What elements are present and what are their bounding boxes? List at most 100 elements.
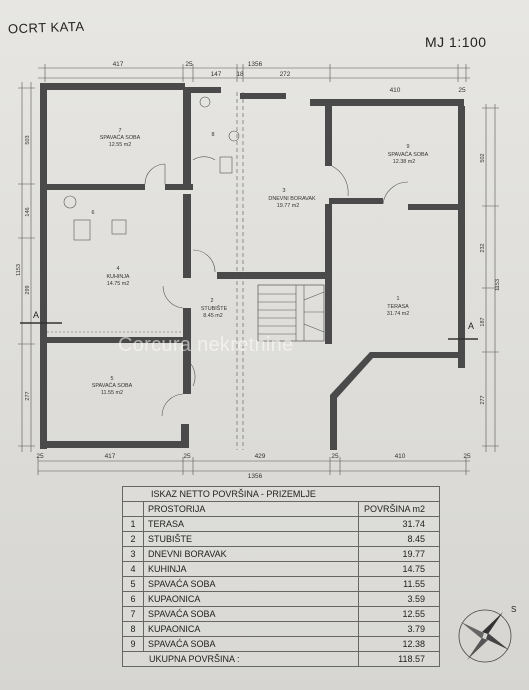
room-number: 9 xyxy=(407,144,410,150)
dim-bottom: 417 xyxy=(105,453,116,460)
dim-left: 146 xyxy=(25,207,31,216)
room-name: TERASA xyxy=(387,304,409,310)
table-header-room: PROSTORIJA xyxy=(143,501,359,517)
dim-top: 18 xyxy=(236,71,244,78)
dim-top: 272 xyxy=(280,71,291,78)
row-room: KUPAONICA xyxy=(143,591,359,607)
room-name: STUBIŠTE xyxy=(201,305,228,312)
scale-label: MJ 1:100 xyxy=(425,34,487,50)
dim-left: 277 xyxy=(25,391,31,400)
room-9: 9 SPAVAĆA SOBA 12.38 m2 xyxy=(388,144,429,165)
dim-top: 25 xyxy=(185,61,193,68)
row-number: 9 xyxy=(122,636,144,652)
dim-top: 25 xyxy=(458,87,466,94)
room-number: 6 xyxy=(92,210,95,216)
dim-bottom: 410 xyxy=(395,453,406,460)
dim-bottom: 25 xyxy=(331,453,339,460)
room-area: 19.77 m2 xyxy=(277,203,299,209)
dim-left: 299 xyxy=(25,285,31,294)
section-marker-right: A xyxy=(468,321,474,331)
row-room: DNEVNI BORAVAK xyxy=(143,546,359,562)
row-number: 2 xyxy=(122,531,144,547)
table-row: 8 KUPAONICA 3.79 xyxy=(122,621,440,637)
section-markers: A A xyxy=(20,310,478,340)
table-title: ISKAZ NETTO POVRŠINA - PRIZEMLJE xyxy=(122,486,440,502)
room-name: KUHINJA xyxy=(106,274,129,280)
watermark: Corcura nekretnine xyxy=(118,334,294,356)
dim-top: 147 xyxy=(211,71,222,78)
dim-top-total: 1356 xyxy=(248,61,263,68)
row-number: 8 xyxy=(122,621,144,637)
doors-and-fixtures xyxy=(47,92,409,450)
dim-bottom: 25 xyxy=(183,453,191,460)
table-row: 1 TERASA 31.74 xyxy=(122,516,440,532)
net-area-table: ISKAZ NETTO POVRŠINA - PRIZEMLJE PROSTOR… xyxy=(122,486,440,667)
room-number: 7 xyxy=(119,128,122,134)
room-1: 1 TERASA 31.74 m2 xyxy=(387,296,409,317)
row-area: 19.77 xyxy=(358,546,440,562)
row-room: KUHINJA xyxy=(143,561,359,577)
table-row: 3 DNEVNI BORAVAK 19.77 xyxy=(122,546,440,562)
table-row: 6 KUPAONICA 3.59 xyxy=(122,591,440,607)
row-room: SPAVAĆA SOBA xyxy=(143,606,359,622)
dim-right-total: 1153 xyxy=(495,279,501,291)
table-header-row: PROSTORIJA POVRŠINA m2 xyxy=(122,501,440,517)
room-area: 11.55 m2 xyxy=(101,390,123,396)
row-number: 4 xyxy=(122,561,144,577)
room-name: SPAVAĆA SOBA xyxy=(92,382,133,389)
left-dimensions: 503 146 299 277 1153 xyxy=(16,135,31,400)
row-room: TERASA xyxy=(143,516,359,532)
table-total-row: UKUPNA POVRŠINA : 118.57 xyxy=(122,651,440,667)
row-area: 12.38 xyxy=(358,636,440,652)
row-room: STUBIŠTE xyxy=(143,531,359,547)
room-name: SPAVAĆA SOBA xyxy=(388,151,429,158)
dim-top: 410 xyxy=(390,87,401,94)
row-area: 12.55 xyxy=(358,606,440,622)
dim-bottom: 25 xyxy=(36,453,44,460)
table-row: 5 SPAVAĆA SOBA 11.55 xyxy=(122,576,440,592)
dim-right: 232 xyxy=(480,243,486,252)
row-area: 11.55 xyxy=(358,576,440,592)
room-number: 4 xyxy=(117,266,120,272)
room-name: SPAVAĆA SOBA xyxy=(100,134,141,141)
total-label: UKUPNA POVRŠINA : xyxy=(122,651,359,667)
room-3: 3 DNEVNI BORAVAK 19.77 m2 xyxy=(268,188,316,209)
bottom-dimensions: 25 417 25 429 25 410 25 1356 xyxy=(36,453,471,480)
row-area: 31.74 xyxy=(358,516,440,532)
room-number: 2 xyxy=(211,298,214,304)
room-7: 7 SPAVAĆA SOBA 12.55 m2 xyxy=(100,128,141,148)
room-number: 5 xyxy=(111,376,114,382)
room-number: 8 xyxy=(212,132,215,138)
dim-bottom: 25 xyxy=(463,453,471,460)
row-area: 14.75 xyxy=(358,561,440,577)
dim-left-total: 1153 xyxy=(16,264,22,276)
room-area: 12.55 m2 xyxy=(109,142,131,148)
table-row: 2 STUBIŠTE 8.45 xyxy=(122,531,440,547)
row-room: SPAVAĆA SOBA xyxy=(143,636,359,652)
room-4: 4 KUHINJA 14.75 m2 xyxy=(106,266,129,287)
dimension-lines xyxy=(18,64,499,475)
row-room: SPAVAĆA SOBA xyxy=(143,576,359,592)
row-number: 3 xyxy=(122,546,144,562)
dim-left: 503 xyxy=(25,135,31,144)
room-number: 1 xyxy=(397,296,400,302)
table-row: 7 SPAVAĆA SOBA 12.55 xyxy=(122,606,440,622)
room-5: 5 SPAVAĆA SOBA 11.55 m2 xyxy=(92,376,133,396)
compass-rose-icon: S xyxy=(458,605,516,663)
room-area: 14.75 m2 xyxy=(107,281,129,287)
row-room: KUPAONICA xyxy=(143,621,359,637)
dim-top: 417 xyxy=(113,61,124,68)
dim-right: 277 xyxy=(480,395,486,404)
room-area: 31.74 m2 xyxy=(387,311,409,317)
total-value: 118.57 xyxy=(358,651,440,667)
top-dimensions: 417 25 147 18 272 410 25 1356 xyxy=(113,61,466,94)
row-number: 6 xyxy=(122,591,144,607)
room-area: 12.38 m2 xyxy=(393,159,415,165)
section-marker-left: A xyxy=(33,310,39,320)
dim-right: 502 xyxy=(480,153,486,162)
right-dimensions: 502 232 187 277 1153 xyxy=(480,153,501,404)
row-number: 7 xyxy=(122,606,144,622)
dim-bottom-total: 1356 xyxy=(248,473,263,480)
